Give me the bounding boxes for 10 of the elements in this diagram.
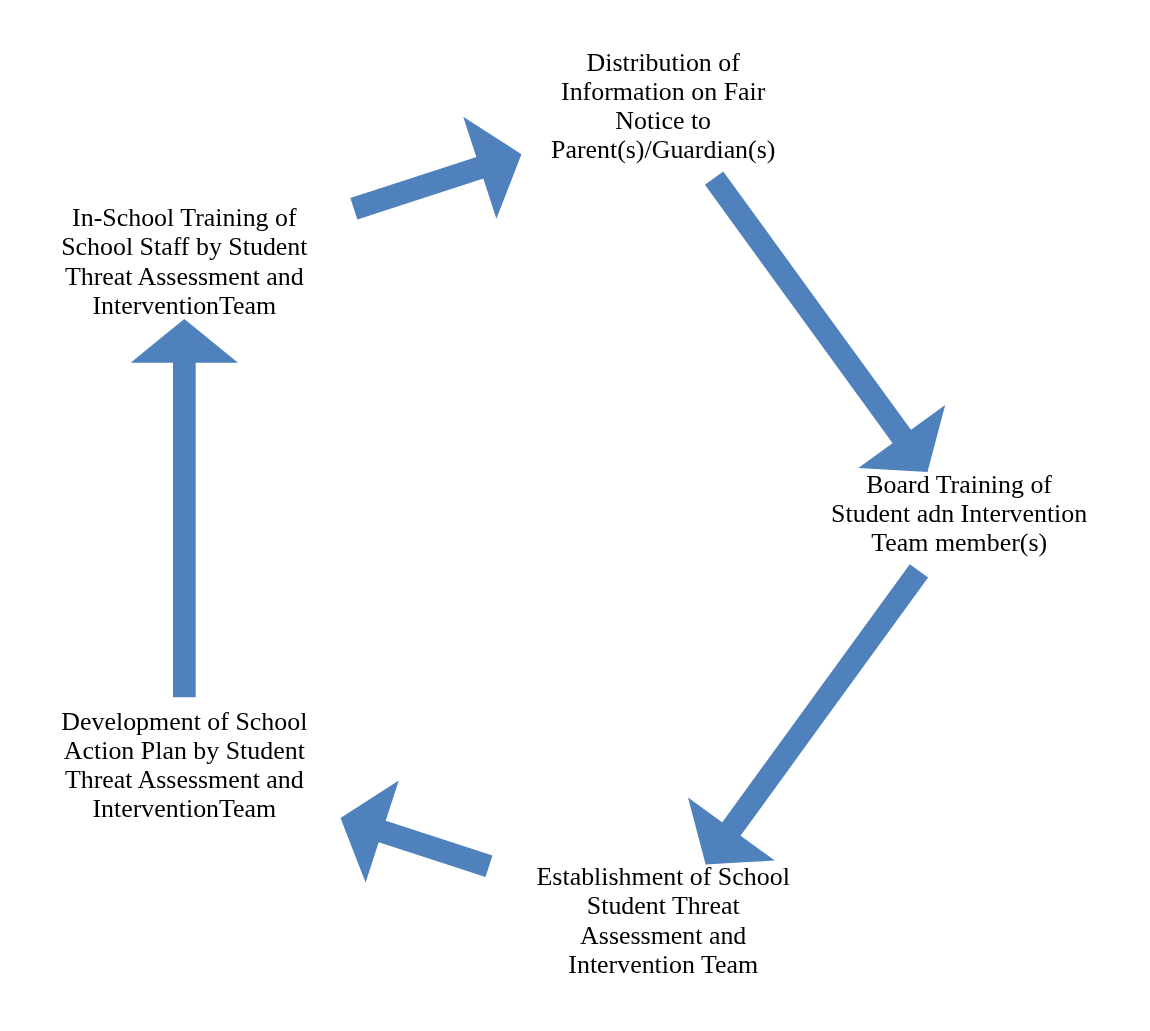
node-text: In-School Training of School Staff by Student Threat Assessment and InterventionTeam (61, 203, 308, 320)
arrow (350, 116, 522, 220)
arrow (340, 780, 493, 883)
arrow (704, 171, 946, 472)
node-text: Establishment of School Student Threat Assessment and Intervention Team (536, 862, 790, 979)
arrow (130, 318, 239, 698)
node-text: Board Training of Student adn Intervention Team member(s) (831, 469, 1088, 557)
node-text: Distribution of Information on Fair Notice to Parent(s)/Guardian(s) (550, 47, 776, 165)
arrow (688, 564, 929, 865)
node-text: Development of School Action Plan by Student Threat Assessment and InterventionTeam (61, 706, 308, 824)
